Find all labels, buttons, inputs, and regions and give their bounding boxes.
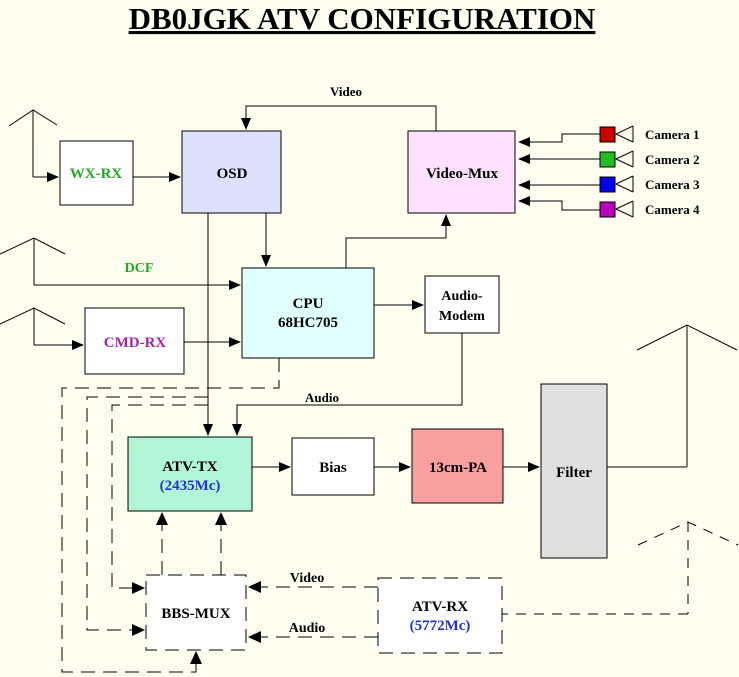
block-cmd-rx[interactable]: CMD-RX (84, 307, 185, 375)
audio-modem-sublabel: Modem (439, 309, 485, 324)
signal-label-dcf: DCF (125, 261, 154, 276)
signal-label-audio-bottom: Audio (289, 621, 326, 636)
camera-4-label: Camera 4 (645, 202, 700, 217)
block-video-mux[interactable]: Video-Mux (407, 130, 516, 214)
filter-label: Filter (556, 465, 592, 481)
camera-3-label: Camera 3 (645, 177, 700, 192)
cpu-model-label: 68HC705 (278, 315, 338, 331)
camera-1[interactable]: Camera 1 (599, 125, 700, 143)
block-13cm-pa[interactable]: 13cm-PA (411, 428, 504, 504)
video-mux-label: Video-Mux (426, 166, 498, 182)
wire-camera-4 (518, 196, 600, 211)
block-wx-rx[interactable]: WX-RX (59, 140, 134, 206)
atv-rx-label: ATV-RX (412, 599, 468, 615)
camera-4-icon (599, 201, 616, 218)
cmd-rx-label: CMD-RX (104, 335, 167, 351)
cpu-label: CPU (293, 296, 324, 312)
block-atv-tx[interactable]: ATV-TX (2435Mc) (127, 436, 253, 512)
arrow-bbsmux-video-in (248, 581, 261, 593)
pa-label: 13cm-PA (429, 460, 487, 476)
wire-camera-1 (518, 133, 600, 147)
wx-rx-label: WX-RX (70, 166, 123, 182)
block-osd[interactable]: OSD (181, 130, 282, 214)
wire-bbsmux-audio-in (86, 396, 208, 631)
camera-4[interactable]: Camera 4 (599, 200, 700, 218)
bbs-mux-label: BBS-MUX (161, 606, 230, 622)
camera-lens-icon (614, 200, 634, 218)
camera-3[interactable]: Camera 3 (599, 175, 700, 193)
arrow-bbsmux-audio (132, 624, 145, 636)
camera-2[interactable]: Camera 2 (599, 150, 700, 168)
arrow-bbsmux-bottom (190, 651, 202, 664)
camera-1-icon (599, 126, 616, 143)
camera-lens-icon (614, 125, 634, 143)
atv-rx-frequency: (5772Mc) (410, 618, 471, 634)
block-bias[interactable]: Bias (291, 437, 375, 496)
block-cpu[interactable]: CPU 68HC705 (241, 267, 375, 359)
block-filter[interactable]: Filter (540, 383, 608, 559)
arrow-atvtx-in-2 (215, 512, 227, 525)
arrow-bbsmux-audio-in (248, 631, 261, 643)
block-atv-rx[interactable]: ATV-RX (5772Mc) (377, 577, 503, 654)
antenna-rx-icon (637, 521, 739, 614)
signal-label-audio-mid: Audio (305, 390, 339, 405)
camera-1-label: Camera 1 (645, 127, 700, 142)
antenna-wx-icon (8, 109, 58, 177)
wire-bbsmux-video-in (111, 404, 208, 589)
osd-label: OSD (217, 166, 248, 182)
block-bbs-mux[interactable]: BBS-MUX (145, 574, 247, 651)
bias-label: Bias (319, 460, 347, 476)
antenna-dcf-icon (0, 237, 66, 285)
atv-tx-frequency: (2435Mc) (160, 478, 221, 494)
page-title: DB0JGK ATV CONFIGURATION (129, 1, 596, 36)
wire-cpu-bbsmux-ctrl (61, 358, 280, 673)
camera-2-label: Camera 2 (645, 152, 700, 167)
block-audio-modem[interactable]: Audio- Modem (424, 275, 500, 334)
antenna-cmd-icon (0, 307, 66, 345)
arrow-bbsmux-video (132, 582, 145, 594)
atv-tx-label: ATV-TX (162, 459, 217, 475)
wire-cpu-mux (345, 214, 451, 268)
camera-2-icon (599, 151, 616, 168)
wire-mux-osd (241, 105, 437, 131)
signal-label-video-top: Video (330, 84, 362, 99)
signal-label-video-bottom: Video (290, 571, 324, 586)
audio-modem-label: Audio- (441, 289, 483, 304)
arrow-atvtx-in-1 (156, 512, 168, 525)
camera-3-icon (599, 176, 616, 193)
wire-modem-atvtx (232, 333, 463, 436)
antenna-tx-icon (636, 324, 738, 467)
camera-lens-icon (614, 175, 634, 193)
camera-lens-icon (614, 150, 634, 168)
